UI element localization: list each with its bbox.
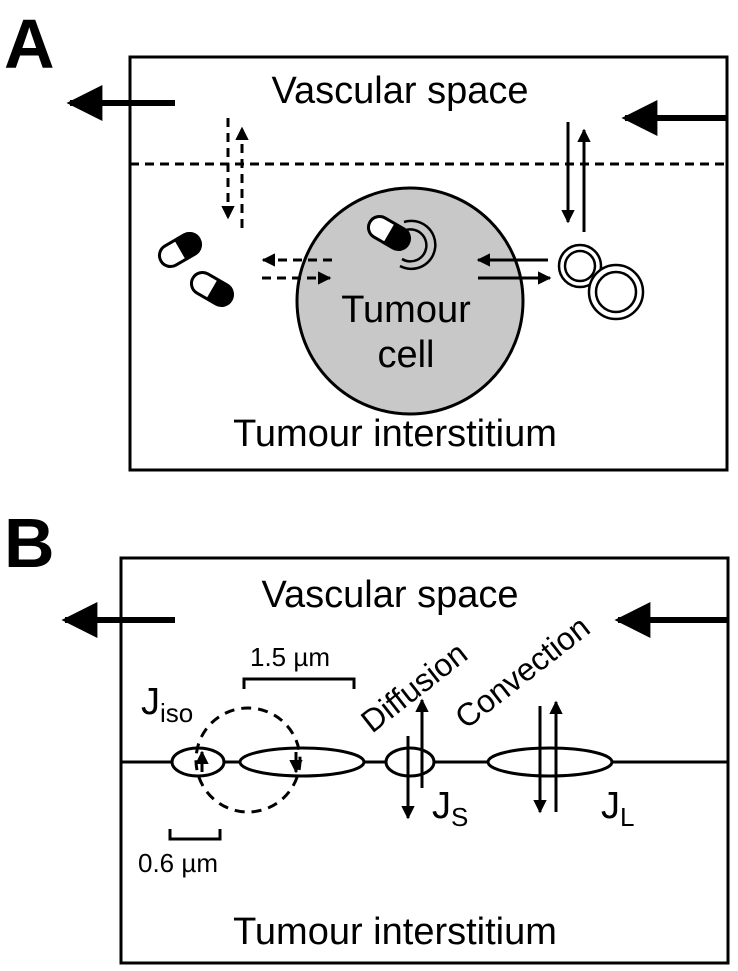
j-s-label: JS <box>432 785 468 832</box>
panel-b-label: B <box>4 504 55 582</box>
j-iso-label: Jiso <box>141 681 193 728</box>
tumour-cell <box>295 186 525 416</box>
panel-a-frame <box>128 55 729 472</box>
capsule-icon <box>189 271 235 307</box>
scale-bar-large <box>242 677 356 689</box>
tumour-interstitium-label-b: Tumour interstitium <box>233 911 557 953</box>
tumour-cell-label-line1: Tumour <box>341 289 471 331</box>
panel-a-label: A <box>4 5 55 83</box>
scale-large-label: 1.5 µm <box>250 642 330 672</box>
internalised-capsule-icon <box>366 215 412 251</box>
scale-bar-small <box>168 829 222 841</box>
endosome-arc-outer <box>399 219 437 271</box>
j-l-label: JL <box>601 785 634 832</box>
small-pore <box>384 746 436 778</box>
tumour-cell-label-line2: cell <box>377 334 434 376</box>
mid-pore <box>238 746 366 778</box>
scale-small-label: 0.6 µm <box>138 848 218 878</box>
liposome-icon <box>587 263 645 321</box>
capsule-icon <box>157 232 203 268</box>
endosome-arc-inner <box>401 228 428 263</box>
tumour-interstitium-label-a: Tumour interstitium <box>233 413 557 455</box>
liposome-icon <box>557 243 603 289</box>
convection-label: Convection <box>448 609 596 736</box>
vascular-space-label-b: Vascular space <box>262 574 519 616</box>
diffusion-label: Diffusion <box>354 635 474 740</box>
large-pore <box>486 746 614 778</box>
vascular-space-label-a: Vascular space <box>272 70 529 112</box>
